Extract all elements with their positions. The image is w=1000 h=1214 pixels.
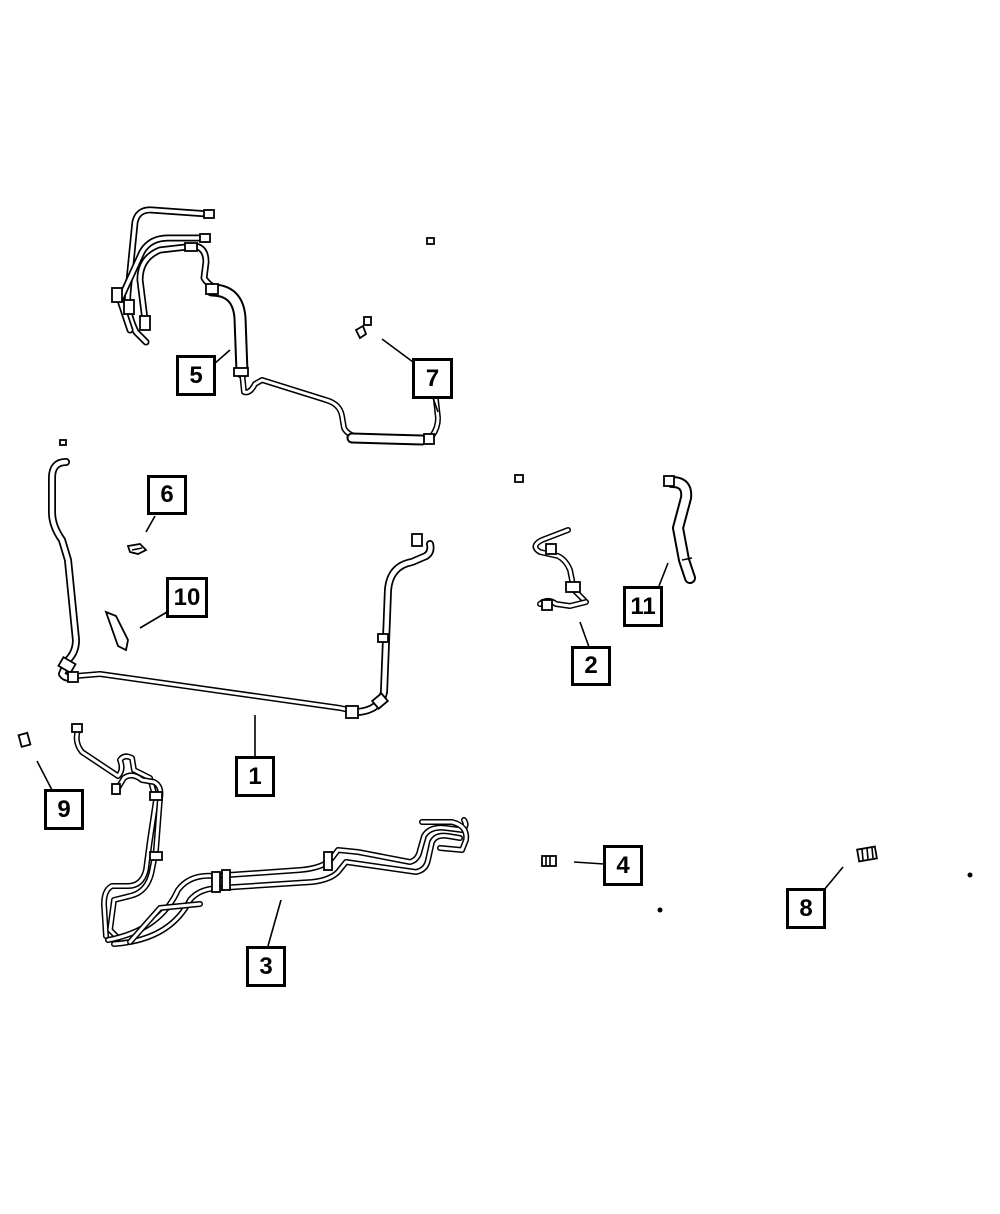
callout-6: 6: [147, 475, 187, 515]
callout-4: 4: [603, 845, 643, 886]
part-4-fitting: [541, 855, 557, 867]
part-8-fitting: [856, 845, 878, 863]
part-6-clip: [126, 543, 148, 555]
part-3-cooler-lines: [71, 723, 470, 947]
part-1-return-tube: [48, 439, 435, 719]
callout-10: 10: [166, 577, 208, 618]
clip-parts-7: [354, 237, 435, 340]
part-5-pressure-hose: [111, 206, 441, 446]
part-11-hose: [663, 475, 696, 584]
callout-3: 3: [246, 946, 286, 987]
callout-8: 8: [786, 888, 826, 929]
callout-5: 5: [176, 355, 216, 396]
callout-1: 1: [235, 756, 275, 797]
callout-2: 2: [571, 646, 611, 686]
part-10-bracket: [104, 610, 129, 652]
dot-marker: [657, 907, 663, 913]
clip-part-2: [514, 474, 524, 483]
part-9-fitting: [17, 731, 32, 748]
callout-7: 7: [412, 358, 453, 399]
callout-11: 11: [623, 586, 663, 627]
leader-lines: [36, 338, 844, 947]
part-2-tube-bracket: [532, 527, 589, 611]
dot-marker: [967, 872, 973, 878]
callout-9: 9: [44, 789, 84, 830]
